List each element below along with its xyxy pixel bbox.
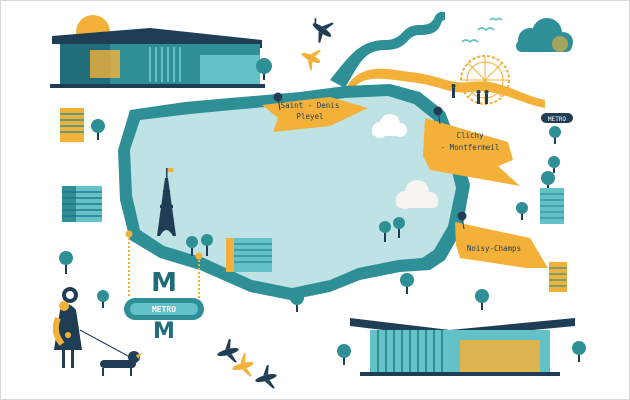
tree-icon — [541, 171, 555, 192]
banner-saint-denis-pleyel[interactable]: Saint - Denis Pleyel — [262, 92, 368, 133]
tree-icon — [59, 251, 73, 274]
tree-icon — [91, 119, 105, 140]
tree-icon — [393, 217, 405, 238]
banner-clichy-line2: - Montfermeil — [441, 143, 500, 152]
building-cluster-map — [226, 238, 272, 272]
tree-icon — [186, 236, 198, 256]
metro-mini-sign: METRO — [541, 113, 573, 123]
airplane-icon — [301, 49, 322, 71]
building-right-2 — [549, 262, 567, 292]
airplane-icon — [232, 352, 254, 377]
bird-icon — [461, 17, 503, 44]
metro-label: METRO — [152, 305, 176, 314]
building-left-2 — [62, 186, 102, 222]
metro-mini-label: METRO — [548, 116, 566, 123]
people-figures — [451, 84, 489, 104]
metro-sign: M METRO M — [124, 230, 204, 344]
banner-noisy-champs[interactable]: Noisy-Champs — [455, 211, 548, 269]
metro-letter: M — [151, 268, 177, 298]
ribbon-road-yellow — [345, 68, 545, 108]
banner-clichy-montfermeil[interactable]: Clichy - Montfermeil — [423, 106, 520, 187]
airplane-icon — [255, 364, 277, 389]
tree-icon — [572, 341, 586, 362]
cloud-icon — [372, 114, 407, 138]
building-left-1 — [60, 108, 84, 142]
tree-icon — [549, 126, 561, 144]
banner-saint-denis-line2: Pleyel — [296, 112, 323, 121]
tree-icon — [337, 344, 351, 365]
tree-icon — [475, 289, 489, 310]
tree-icon — [548, 156, 560, 173]
tree-icon — [97, 290, 109, 308]
airplane-icon — [217, 338, 239, 363]
cloud-icon — [396, 180, 438, 209]
ribbon-road — [330, 11, 445, 88]
modern-building-bottom-right — [350, 318, 575, 376]
modern-building-top-left — [50, 15, 265, 88]
banner-noisy-line1: Noisy-Champs — [467, 244, 521, 253]
airplane-icon — [312, 17, 334, 44]
tree-icon — [290, 291, 304, 312]
woman-walking-dog — [52, 287, 129, 368]
tree-icon — [400, 273, 414, 294]
metro-letter-bottom: M — [153, 319, 175, 344]
banner-clichy-line1: Clichy — [456, 131, 484, 140]
tree-icon — [379, 221, 391, 242]
banner-saint-denis-line1: Saint - Denis — [281, 101, 340, 110]
eiffel-tower-icon — [157, 168, 176, 236]
building-right-1 — [540, 188, 564, 224]
dog-icon — [100, 351, 142, 376]
tree-icon — [256, 58, 272, 80]
cloud-icon — [516, 18, 573, 52]
tree-icon — [201, 234, 213, 256]
tree-icon — [516, 202, 528, 220]
